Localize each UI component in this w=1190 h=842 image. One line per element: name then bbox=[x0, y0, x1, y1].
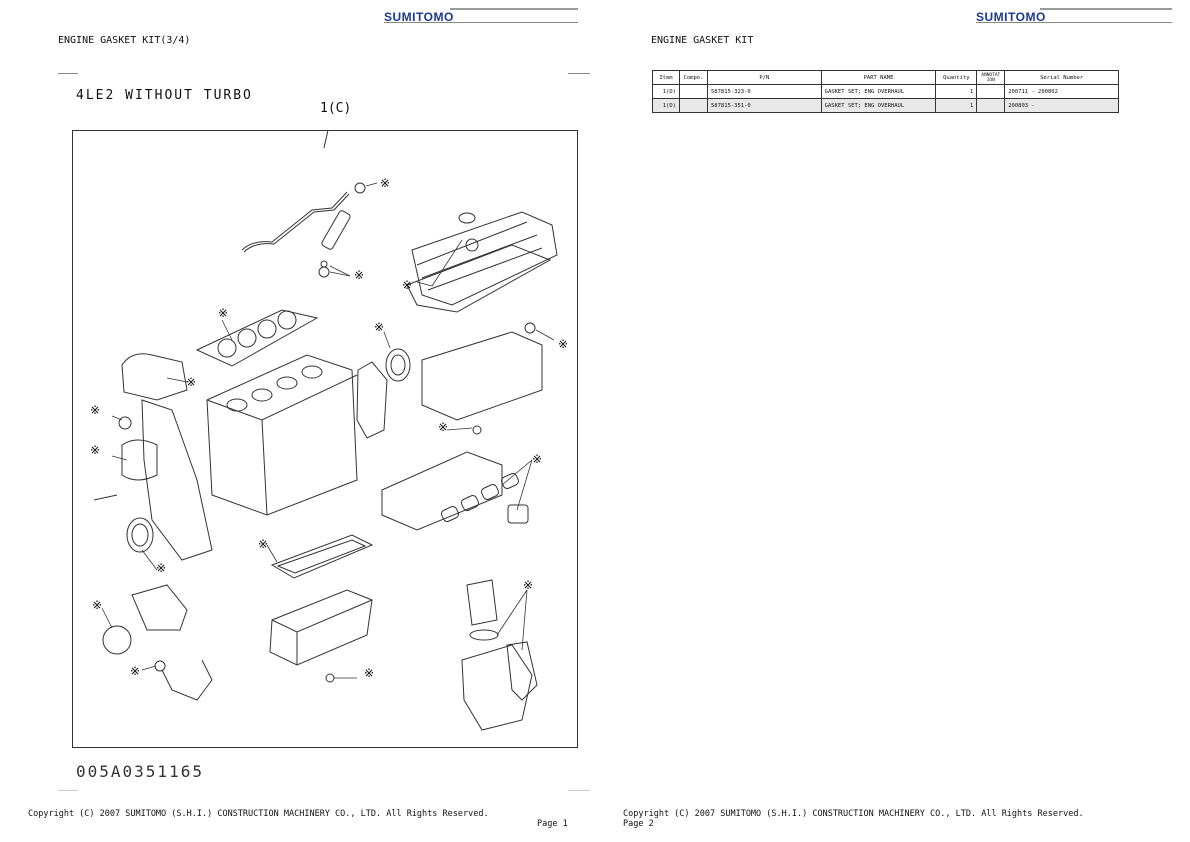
cell-compo bbox=[678, 98, 708, 113]
star-mark: ※ bbox=[218, 306, 229, 320]
star-mark: ※ bbox=[402, 278, 413, 292]
oil-pump bbox=[131, 584, 188, 631]
water-pump bbox=[461, 644, 533, 731]
cell-quantity: 1 bbox=[935, 98, 978, 113]
col-header-item: Item bbox=[652, 70, 680, 85]
callout-leader bbox=[323, 129, 329, 149]
oil-pan bbox=[269, 589, 373, 666]
drain-plug bbox=[325, 673, 335, 683]
brand-logo: SUMITOMO bbox=[384, 10, 454, 24]
star-mark: ※ bbox=[523, 578, 534, 592]
callout-label: 1(C) bbox=[320, 101, 352, 116]
injector-washer bbox=[318, 266, 330, 278]
star-mark: ※ bbox=[186, 375, 197, 389]
header-rule-top bbox=[1040, 8, 1172, 10]
star-mark: ※ bbox=[258, 537, 269, 551]
rocker-seal bbox=[524, 322, 536, 334]
housing bbox=[121, 353, 188, 401]
col-header-pn: P/N bbox=[706, 70, 822, 85]
injection-pipe bbox=[241, 191, 348, 251]
tick-right-bottom bbox=[568, 790, 590, 791]
star-mark: ※ bbox=[90, 443, 101, 457]
star-mark: ※ bbox=[558, 337, 569, 351]
brand-logo: SUMITOMO bbox=[976, 10, 1046, 24]
header-rule-top bbox=[450, 8, 578, 10]
star-mark: ※ bbox=[92, 598, 103, 612]
star-mark: ※ bbox=[532, 452, 543, 466]
injector-seal bbox=[354, 182, 366, 194]
star-mark: ※ bbox=[90, 403, 101, 417]
rear-oil-seal bbox=[385, 348, 411, 382]
col-header-compo: Compo. bbox=[678, 70, 708, 85]
oil-pan-gasket bbox=[270, 534, 374, 579]
cell-part-name: GASKET SET; ENG OVERHAUL bbox=[820, 84, 937, 99]
page-number: Page 1 bbox=[537, 819, 568, 829]
star-mark: ※ bbox=[374, 320, 385, 334]
water-pump-gasket bbox=[506, 641, 538, 701]
rocker-cover bbox=[411, 211, 558, 306]
table-header-row: Item Compo. P/N PART NAME Quantity ANNOT… bbox=[652, 70, 1119, 85]
thermostat-gasket bbox=[469, 629, 499, 641]
front-oil-seal bbox=[126, 517, 154, 553]
o-ring bbox=[118, 416, 132, 430]
gear-case-gasket bbox=[121, 439, 158, 481]
col-header-annotation: ANNOTATION bbox=[976, 70, 1006, 85]
star-mark: ※ bbox=[354, 268, 365, 282]
cell-annotation bbox=[976, 98, 1006, 113]
copyright: Copyright (C) 2007 SUMITOMO (S.H.I.) CON… bbox=[28, 809, 489, 819]
star-mark: ※ bbox=[130, 664, 141, 678]
rocker-cover-gasket bbox=[406, 244, 552, 313]
table-row: 1(D) 587815-323-0 GASKET SET; ENG OVERHA… bbox=[652, 84, 1119, 99]
rear-plate bbox=[356, 361, 388, 439]
thermostat-housing bbox=[466, 579, 498, 626]
star-mark: ※ bbox=[438, 420, 449, 434]
diagram-frame bbox=[72, 130, 578, 748]
copyright: Copyright (C) 2007 SUMITOMO (S.H.I.) CON… bbox=[623, 809, 1084, 819]
star-mark: ※ bbox=[364, 666, 375, 680]
cell-item: 1(D) bbox=[652, 98, 680, 113]
cell-compo bbox=[678, 84, 708, 99]
page-number: Page 2 bbox=[623, 819, 654, 829]
cell-serial: 200803 - bbox=[1004, 98, 1119, 113]
glow-plug bbox=[472, 425, 482, 435]
cell-serial: 200711 - 200802 bbox=[1004, 84, 1119, 99]
page-title: ENGINE GASKET KIT(3/4) bbox=[58, 35, 191, 46]
cell-item: 1(D) bbox=[652, 84, 680, 99]
page-title: ENGINE GASKET KIT bbox=[651, 35, 754, 46]
cell-annotation bbox=[976, 84, 1006, 99]
star-mark: ※ bbox=[156, 561, 167, 575]
cell-part-name: GASKET SET; ENG OVERHAUL bbox=[820, 98, 937, 113]
head-gasket bbox=[195, 309, 319, 367]
exploded-parts-diagram bbox=[93, 129, 558, 731]
exhaust-gasket bbox=[507, 504, 529, 524]
col-header-part-name: PART NAME bbox=[820, 70, 937, 85]
timing-case bbox=[141, 399, 213, 561]
cylinder-block bbox=[206, 354, 358, 516]
oil-filler-seal bbox=[465, 238, 479, 252]
header-rule bbox=[384, 22, 578, 23]
table-row: 1(D) 587815-351-0 GASKET SET; ENG OVERHA… bbox=[652, 98, 1119, 113]
oil-strainer bbox=[161, 659, 213, 701]
star-mark: ※ bbox=[380, 176, 391, 190]
tick-left bbox=[58, 73, 78, 74]
cell-pn: 587815-323-0 bbox=[706, 84, 822, 99]
cylinder-head-upper bbox=[421, 331, 543, 421]
cylinder-head bbox=[381, 451, 503, 531]
header-rule bbox=[976, 22, 1172, 23]
oil-pump-o-ring bbox=[102, 625, 132, 655]
col-header-serial: Serial Number bbox=[1004, 70, 1119, 85]
tick-right bbox=[568, 73, 590, 74]
injector bbox=[321, 210, 351, 250]
model-subtitle: 4LE2 WITHOUT TURBO bbox=[76, 88, 253, 103]
oil-filler-cap bbox=[458, 212, 476, 224]
cell-quantity: 1 bbox=[935, 84, 978, 99]
cell-pn: 587815-351-0 bbox=[706, 98, 822, 113]
col-header-quantity: Quantity bbox=[935, 70, 978, 85]
tick-left-bottom bbox=[58, 790, 78, 791]
parts-table: Item Compo. P/N PART NAME Quantity ANNOT… bbox=[652, 70, 1119, 113]
drawing-number: 005A0351165 bbox=[76, 762, 204, 781]
